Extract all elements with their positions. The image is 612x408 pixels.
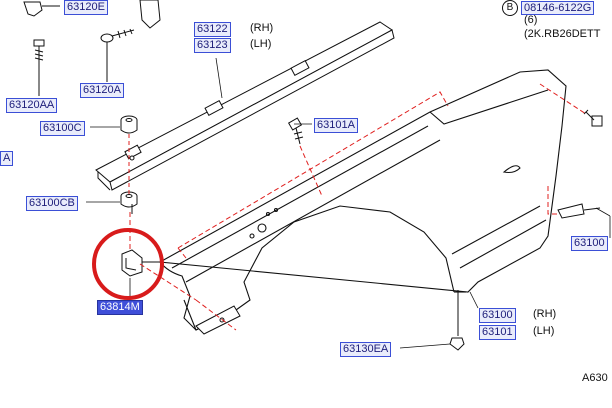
label-63120e[interactable]: 63120E — [64, 0, 108, 15]
side-lh-63123: (LH) — [250, 38, 272, 50]
part-63814m-icon — [121, 249, 160, 277]
bracket-top-icon — [139, 0, 161, 29]
bolt-63101a-icon — [287, 117, 304, 145]
label-63101a[interactable]: 63101A — [314, 118, 358, 133]
label-63100cb[interactable]: 63100CB — [26, 196, 78, 211]
figure-code: A630 — [582, 372, 608, 384]
highlight-circle — [92, 228, 164, 300]
nut-63130ea-icon — [449, 290, 465, 351]
bolt-note-qty: (6) — [524, 14, 538, 26]
label-63101[interactable]: 63101 — [479, 325, 516, 340]
side-rh-63122: (RH) — [250, 22, 274, 34]
bushing-63100c-icon — [120, 115, 138, 134]
leader-lines — [86, 57, 611, 349]
label-63100[interactable]: 63100 — [479, 308, 516, 323]
bushing-63100cb-icon — [120, 191, 138, 208]
label-a-left-edge[interactable]: A — [0, 151, 14, 166]
fender-lower-bracket-icon — [195, 305, 241, 335]
label-63123[interactable]: 63123 — [194, 38, 231, 53]
label-63814m[interactable]: 63814M — [97, 300, 143, 315]
bolt-note-engine: (2K.RB26DETT — [524, 28, 601, 40]
label-63130ea[interactable]: 63130EA — [340, 342, 392, 357]
clip-63120e-icon — [23, 1, 60, 17]
screw-63120a-icon — [100, 28, 135, 82]
side-lh-63101: (LH) — [533, 325, 555, 337]
label-63100c[interactable]: 63100C — [40, 121, 85, 136]
clip-right-icon — [557, 203, 601, 219]
fender-rail-icon — [95, 21, 395, 191]
label-63100-right[interactable]: 63100 — [571, 236, 608, 251]
fender-panel-icon — [158, 69, 567, 331]
label-63120aa[interactable]: 63120AA — [6, 98, 58, 113]
screw-63120aa-icon — [33, 39, 45, 96]
label-08146-6122g[interactable]: 08146-6122G — [521, 0, 595, 15]
bolt-note-circle: B — [502, 0, 518, 16]
label-63120a[interactable]: 63120A — [80, 83, 124, 98]
label-63122[interactable]: 63122 — [194, 22, 231, 37]
side-rh-63100: (RH) — [533, 308, 557, 320]
bolt-upper-right-icon — [583, 109, 603, 127]
